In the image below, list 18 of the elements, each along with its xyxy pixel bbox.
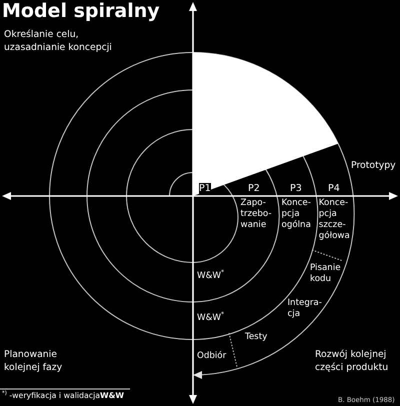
verification-label: W&W$^{*}$ xyxy=(197,313,224,324)
cycle-label: P2 xyxy=(248,183,260,195)
verification-label: W&W$^{*}$ xyxy=(197,271,224,282)
cycle-label: P1 xyxy=(199,183,211,195)
quadrant-label: Określanie celu, uzasadnianie koncepcji xyxy=(4,28,113,54)
diagram-title: Model spiralny xyxy=(2,0,160,22)
spiral-step-label: Zapo- trzebo- wanie xyxy=(240,198,272,231)
spiral-step-label: Integra- cja xyxy=(288,298,322,320)
spiral-step-label: Pisanie kodu xyxy=(310,263,341,285)
spiral-step-label: Testy xyxy=(245,332,268,343)
cycle-label: P4 xyxy=(328,183,340,195)
spiral-step-label: Konce- pcja szcze- gółowa xyxy=(318,198,350,242)
cycle-label: P3 xyxy=(290,183,302,195)
quadrant-label: Planowanie kolejnej fazy xyxy=(4,348,64,374)
spiral-step-label: Odbiór xyxy=(197,351,226,362)
spiral-step-label: Prototypy xyxy=(351,160,396,172)
quadrant-label: Rozwój kolejnej części produktu xyxy=(315,348,390,374)
spiral-step-label: Konce- pcja ogólna xyxy=(282,198,311,231)
